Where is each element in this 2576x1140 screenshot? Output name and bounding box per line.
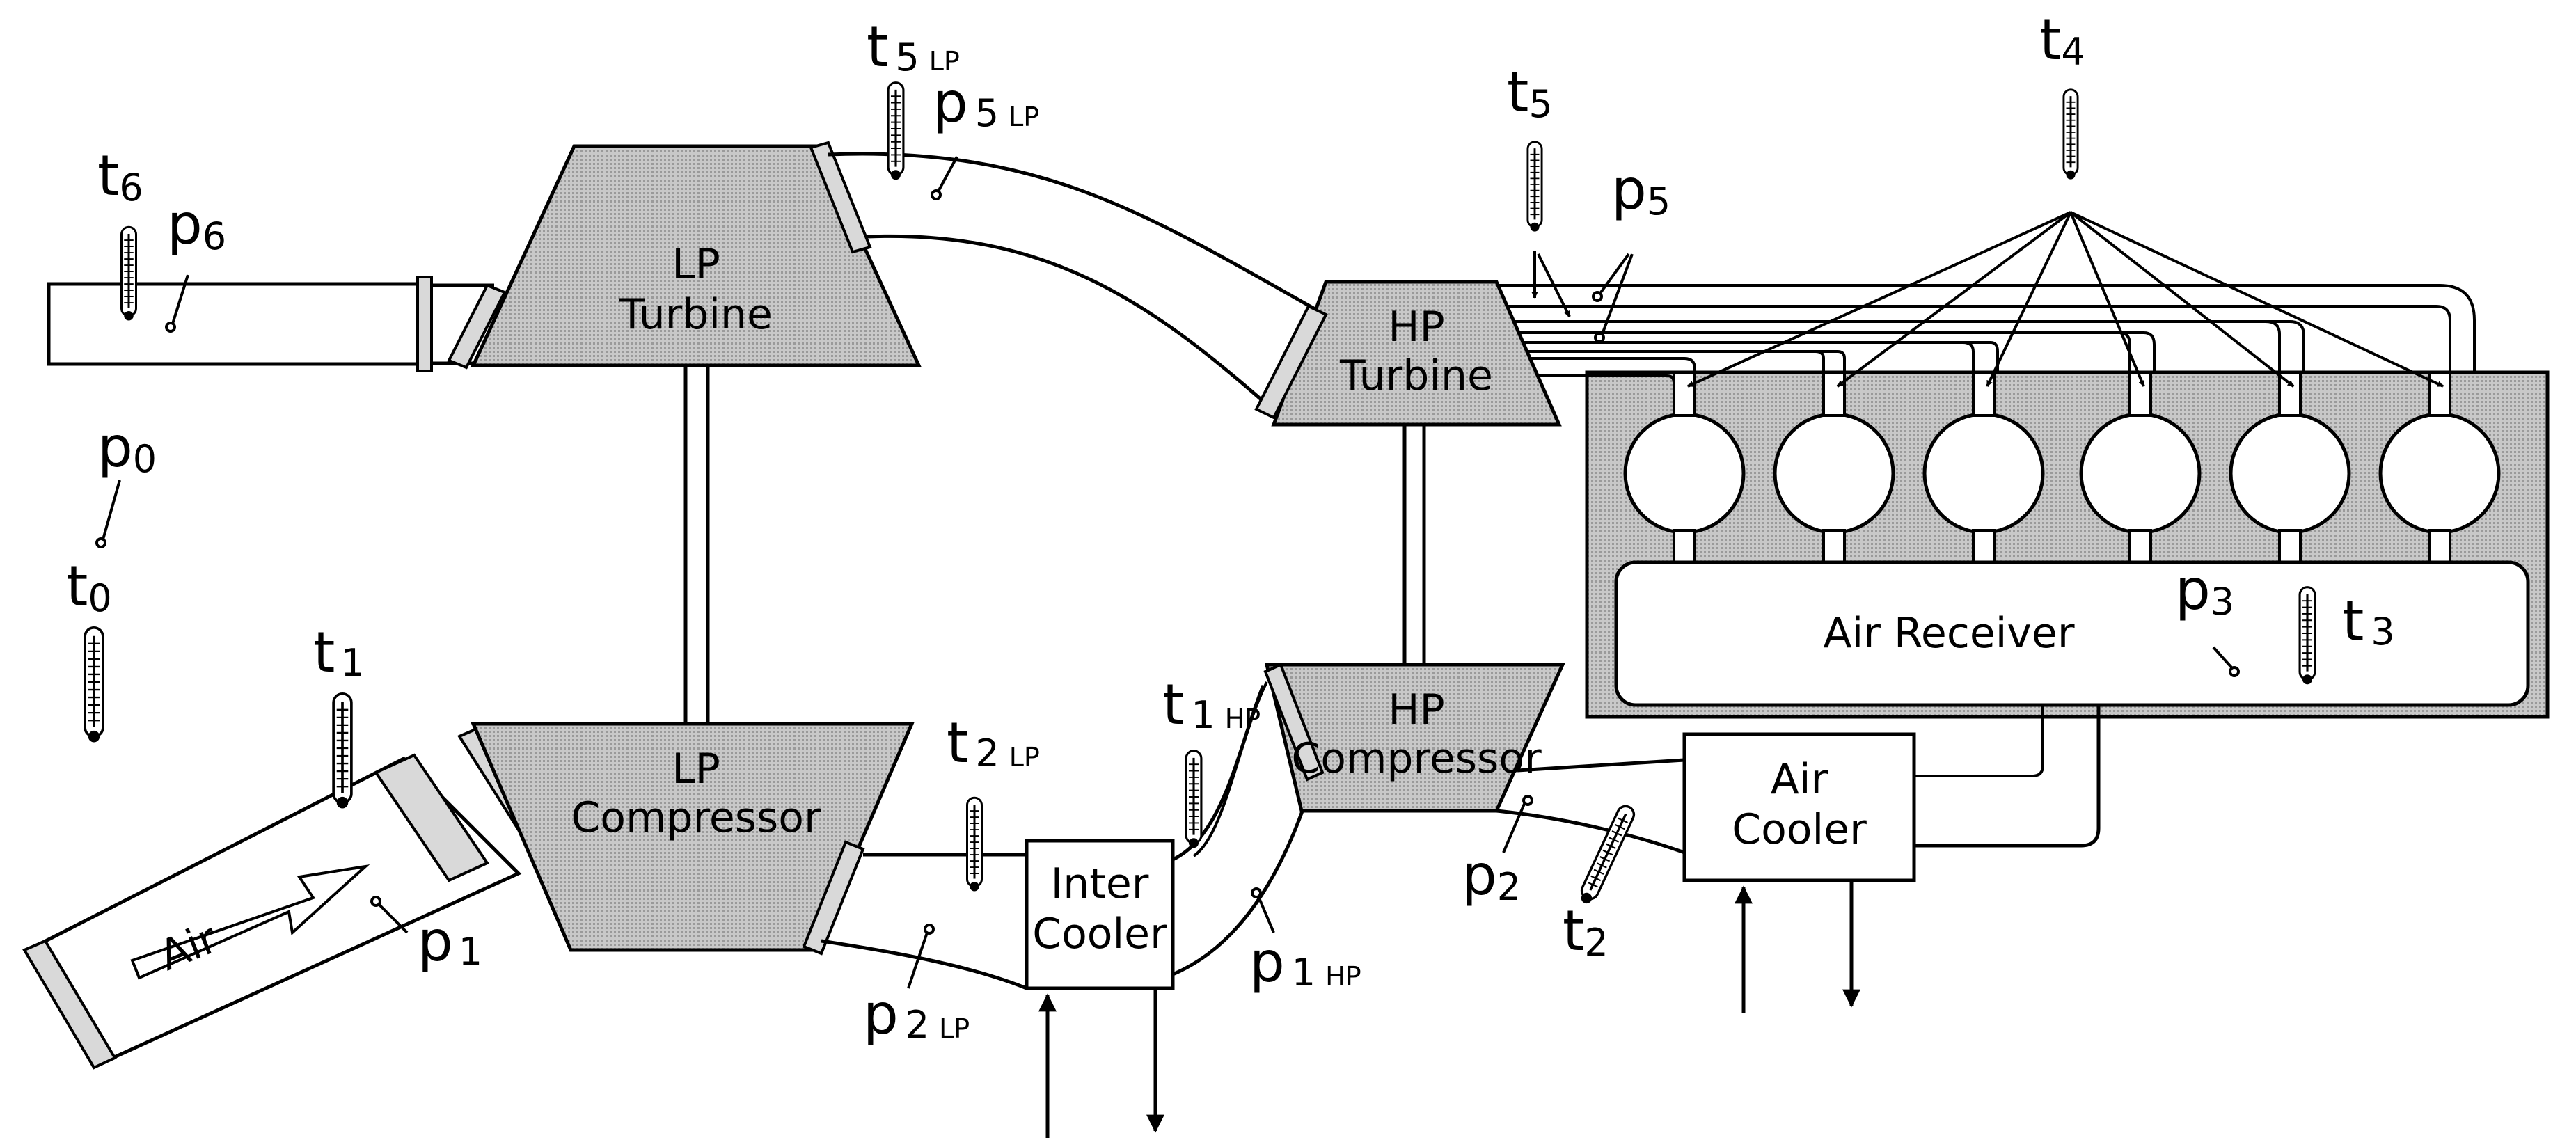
- label-t2: t2: [1563, 898, 1609, 965]
- hp-compressor: HP Compressor: [1263, 663, 1565, 813]
- label-p5: p5: [1611, 157, 1670, 223]
- lp-shaft: [683, 363, 710, 726]
- hp-compressor-label-1: HP: [1388, 686, 1444, 734]
- hp-turbine-label-1: HP: [1388, 303, 1444, 351]
- hp-compressor-label-2: Compressor: [1291, 734, 1542, 783]
- thermometer-t1hp-icon: [1185, 750, 1203, 849]
- lp-compressor-label-1: LP: [672, 745, 720, 793]
- lp-turbine-label-2: Turbine: [619, 290, 773, 339]
- air-receiver-label: Air Receiver: [1823, 609, 2074, 658]
- label-t5: t5: [1507, 60, 1553, 126]
- air-cooler: Air Cooler: [1682, 732, 1916, 1013]
- hp-shaft: [1402, 422, 1426, 667]
- cylinders: [1623, 412, 2501, 535]
- hp-turbine: HP Turbine: [1254, 280, 1562, 427]
- thermometer-t6-icon: [120, 225, 137, 322]
- label-p0: p0: [97, 415, 157, 481]
- label-p2: p2: [1462, 843, 1521, 909]
- engine-block: Air Receiver: [1585, 370, 2550, 719]
- thermometer-t3-icon: [2298, 586, 2316, 686]
- cylinder-6: [2378, 412, 2501, 535]
- air-arrow: [130, 864, 370, 980]
- label-p6: p6: [167, 192, 226, 258]
- thermometer-t2-icon: [1575, 802, 1638, 908]
- cylinder-2: [1773, 412, 1895, 535]
- label-t0: t0: [66, 554, 112, 620]
- inter-cooler-label-2: Cooler: [1032, 910, 1167, 958]
- pressure-taps: [95, 156, 2240, 989]
- air-cooler-label-1: Air: [1771, 755, 1828, 804]
- thermometer-t4-icon: [2062, 88, 2079, 181]
- exhaust-stack: [47, 276, 494, 372]
- label-p3: p3: [2175, 557, 2234, 624]
- cylinder-5: [2229, 412, 2351, 535]
- inter-cooler-label-1: Inter: [1051, 860, 1149, 908]
- label-t6: t6: [97, 143, 143, 209]
- cylinder-3: [1922, 412, 2045, 535]
- cylinder-4: [2079, 412, 2202, 535]
- thermometer-t0-icon: [84, 626, 104, 744]
- lp-compressor: LP Compressor: [471, 722, 915, 956]
- lp-turbine: LP Turbine: [447, 141, 922, 370]
- thermometer-t5lp-icon: [887, 81, 905, 181]
- thermometer-t5-icon: [1526, 141, 1543, 233]
- cylinder-1: [1623, 412, 1746, 535]
- thermometer-t1-icon: [332, 692, 353, 810]
- hp-turbine-label-2: Turbine: [1339, 351, 1493, 400]
- thermometer-t2lp-icon: [966, 796, 983, 892]
- label-t4: t4: [2039, 8, 2085, 74]
- lp-compressor-label-2: Compressor: [571, 793, 821, 842]
- exhaust-manifold: [1496, 284, 2476, 383]
- t4-measurement-arrows: [1687, 211, 2444, 388]
- air-cooler-label-2: Cooler: [1732, 805, 1867, 854]
- air-intake: Air: [22, 725, 555, 1070]
- lp-turbine-label-1: LP: [672, 240, 720, 289]
- inter-cooler: Inter Cooler: [1025, 839, 1175, 1138]
